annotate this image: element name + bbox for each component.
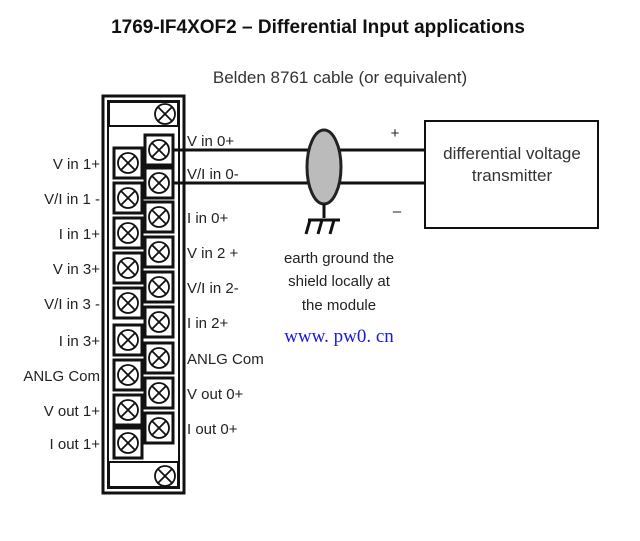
terminal-label-right: I in 0+	[187, 210, 229, 227]
terminal-label-right: I in 2+	[187, 315, 229, 332]
terminal-screw-left	[112, 358, 144, 392]
diagram-title: 1769-IF4XOF2 – Differential Input applic…	[111, 17, 525, 38]
top-mount-screw	[154, 103, 176, 125]
terminal-label-left: I in 1+	[59, 226, 101, 243]
terminal-screw-right	[143, 133, 175, 167]
ground-note-line3: the module	[302, 297, 376, 314]
terminal-label-left: V/I in 3 -	[44, 296, 100, 313]
terminal-screw-right	[143, 200, 175, 234]
terminal-label-left: V/I in 1 -	[44, 191, 100, 208]
terminal-label-right: V out 0+	[187, 386, 244, 403]
terminal-label-left: I in 3+	[59, 333, 101, 350]
transmitter-line2: transmitter	[472, 166, 553, 185]
ground-icon	[304, 204, 340, 235]
terminal-screw-right	[143, 376, 175, 410]
transmitter-box: differential voltage transmitter	[424, 120, 599, 229]
terminal-label-right: I out 0+	[187, 421, 238, 438]
plus-sign: +	[391, 125, 400, 142]
cable-label: Belden 8761 cable (or equivalent)	[213, 68, 467, 87]
terminal-screw-left	[112, 393, 144, 427]
watermark: www. pw0. cn	[284, 326, 394, 347]
cable-wires	[174, 148, 426, 185]
terminal-label-right: ANLG Com	[187, 351, 264, 368]
terminal-label-right: V/I in 0-	[187, 166, 239, 183]
cable-shield	[305, 128, 343, 206]
terminal-screw-right	[143, 166, 175, 200]
terminal-screw-right	[143, 235, 175, 269]
terminal-label-left: V in 1+	[53, 156, 100, 173]
terminal-screw-right	[143, 305, 175, 339]
bottom-mount-screw	[154, 465, 176, 487]
terminal-screw-left	[112, 323, 144, 357]
transmitter-line1: differential voltage	[443, 144, 581, 163]
terminal-screw-right	[143, 270, 175, 304]
ground-note-line1: earth ground the	[284, 250, 394, 267]
terminal-label-left: V in 3+	[53, 261, 100, 278]
terminal-screw-right	[143, 411, 175, 445]
terminal-screw-left	[112, 216, 144, 250]
terminal-label-left: V out 1+	[44, 403, 101, 420]
terminal-screw-right	[143, 341, 175, 375]
terminal-screw-left	[112, 286, 144, 320]
terminal-screw-left	[112, 251, 144, 285]
terminal-label-right: V/I in 2-	[187, 280, 239, 297]
terminal-screw-left	[112, 181, 144, 215]
terminal-label-right: V in 0+	[187, 133, 234, 150]
terminal-label-right: V in 2 +	[187, 245, 239, 262]
ground-note-line2: shield locally at	[288, 273, 391, 290]
terminal-label-left: ANLG Com	[23, 368, 100, 385]
minus-sign: –	[393, 203, 402, 220]
terminal-block	[101, 94, 186, 495]
terminal-screw-left	[112, 426, 144, 460]
terminal-label-left: I out 1+	[50, 436, 101, 453]
terminal-screw-left	[112, 146, 144, 180]
